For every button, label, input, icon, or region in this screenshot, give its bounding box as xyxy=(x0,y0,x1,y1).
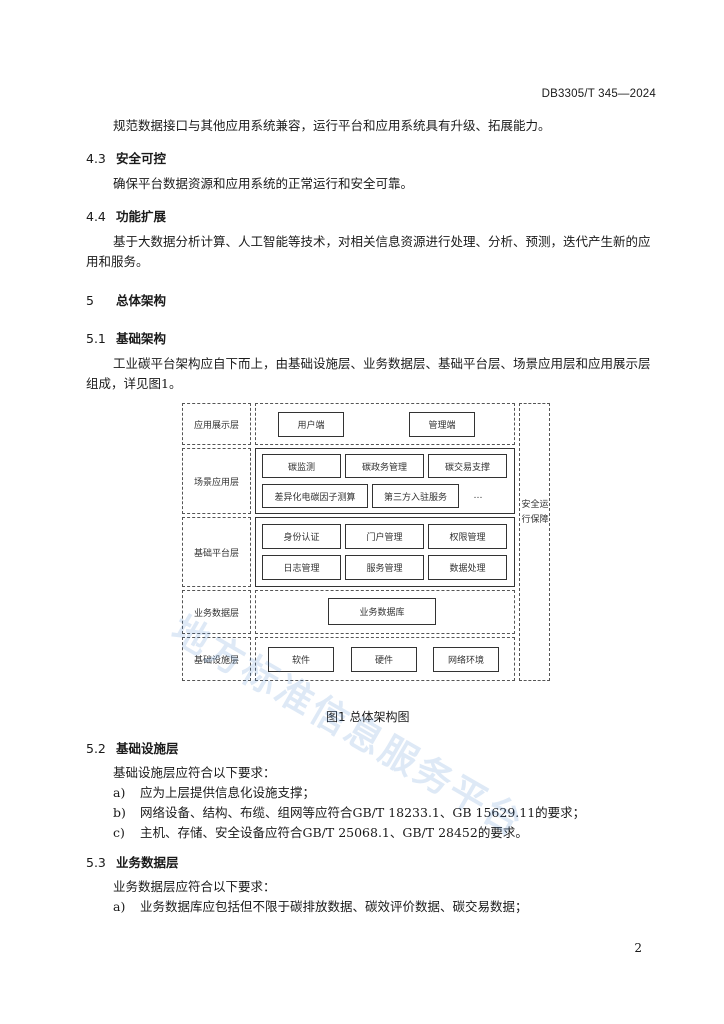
section-4-3-text: 确保平台数据资源和应用系统的正常运行和安全可靠。 xyxy=(113,176,414,191)
electric-carbon-factor-box: 差异化电碳因子测算 xyxy=(262,484,368,508)
data-processing-box: 数据处理 xyxy=(428,555,507,580)
list-item: a) 业务数据库应包括但不限于碳排放数据、碳效评价数据、碳交易数据； xyxy=(113,897,528,917)
list-label: c) xyxy=(113,825,125,840)
platform-layer-label-box xyxy=(182,517,251,587)
platform-layer-label: 基础平台层 xyxy=(193,548,239,559)
section-title: 基础设施层 xyxy=(116,741,179,756)
section-5-2-heading: 5.2 基础设施层 xyxy=(86,738,179,757)
data-layer-label: 业务数据层 xyxy=(193,608,239,619)
security-column-box xyxy=(519,403,550,681)
section-title: 安全可控 xyxy=(116,151,167,166)
section-5-1-text-line1: 工业碳平台架构应自下而上，由基础设施层、业务数据层、基础平台层、场景应用层和应用… xyxy=(113,356,651,371)
list-text: 业务数据库应包括但不限于碳排放数据、碳效评价数据、碳交易数据； xyxy=(140,899,528,914)
section-4-4-text-line2: 用和服务。 xyxy=(86,254,149,269)
architecture-diagram: 应用展示层 用户端 管理端 场景应用层 碳监测 碳政务管理 碳交易支撑 差异化电… xyxy=(182,403,550,682)
business-database-box: 业务数据库 xyxy=(328,598,436,625)
section-title: 功能扩展 xyxy=(116,209,167,224)
hardware-box: 硬件 xyxy=(351,647,417,672)
network-environment-box: 网络环境 xyxy=(433,647,499,672)
display-layer-label-box xyxy=(182,403,251,445)
carbon-monitoring-box: 碳监测 xyxy=(262,454,341,478)
section-number: 5.2 xyxy=(86,741,106,756)
list-text: 网络设备、结构、布缆、组网等应符合GB/T 18233.1、GB 15629.1… xyxy=(140,805,586,820)
carbon-governance-box: 碳政务管理 xyxy=(345,454,424,478)
section-4-3-heading: 4.3 安全可控 xyxy=(86,148,166,167)
list-text: 主机、存储、安全设备应符合GB/T 25068.1、GB/T 28452的要求。 xyxy=(140,825,528,840)
page-number: 2 xyxy=(634,941,642,955)
infra-layer-label-box xyxy=(182,637,251,681)
portal-management-box: 门户管理 xyxy=(345,524,424,549)
section-5-1-text-line2: 组成，详见图1。 xyxy=(86,376,182,391)
section-5-1-heading: 5.1 基础架构 xyxy=(86,328,166,347)
section-title: 总体架构 xyxy=(116,293,167,308)
section-5-2-intro: 基础设施层应符合以下要求： xyxy=(113,765,276,780)
section-5-3-intro: 业务数据层应符合以下要求： xyxy=(113,879,276,894)
section-4-4-text-line1: 基于大数据分析计算、人工智能等技术，对相关信息资源进行处理、分析、预测，迭代产生… xyxy=(113,234,651,249)
list-text: 应为上层提供信息化设施支撑； xyxy=(140,785,316,800)
security-column-label: 安全运行保障 xyxy=(521,500,549,525)
data-layer-label-box xyxy=(182,590,251,634)
data-layer-box xyxy=(255,590,515,634)
section-5-heading: 5 总体架构 xyxy=(86,290,166,309)
list-label: a) xyxy=(113,785,126,800)
section-number: 4.3 xyxy=(86,151,106,166)
identity-auth-box: 身份认证 xyxy=(262,524,341,549)
document-id: DB3305/T 345—2024 xyxy=(541,88,656,100)
section-number: 5.1 xyxy=(86,331,106,346)
list-item: c) 主机、存储、安全设备应符合GB/T 25068.1、GB/T 28452的要… xyxy=(113,823,528,843)
software-box: 软件 xyxy=(268,647,334,672)
list-label: a) xyxy=(113,899,126,914)
more-ellipsis: … xyxy=(473,491,483,501)
carbon-trading-support-box: 碳交易支撑 xyxy=(428,454,507,478)
intro-paragraph: 规范数据接口与其他应用系统兼容，运行平台和应用系统具有升级、拓展能力。 xyxy=(113,118,551,133)
section-number: 5.3 xyxy=(86,855,106,870)
section-title: 业务数据层 xyxy=(116,855,179,870)
section-title: 基础架构 xyxy=(116,331,167,346)
log-management-box: 日志管理 xyxy=(262,555,341,580)
list-item: a) 应为上层提供信息化设施支撑； xyxy=(113,783,315,803)
scene-layer-label: 场景应用层 xyxy=(193,477,239,488)
section-number: 5 xyxy=(86,293,94,308)
service-management-box: 服务管理 xyxy=(345,555,424,580)
permission-management-box: 权限管理 xyxy=(428,524,507,549)
section-number: 4.4 xyxy=(86,209,106,224)
figure-caption: 图1 总体架构图 xyxy=(326,710,410,724)
infra-layer-box xyxy=(255,637,515,681)
list-label: b) xyxy=(113,805,126,820)
user-client-box: 用户端 xyxy=(278,412,344,437)
display-layer-box xyxy=(255,403,515,445)
admin-client-box: 管理端 xyxy=(409,412,475,437)
third-party-service-box: 第三方入驻服务 xyxy=(372,484,459,508)
section-5-3-heading: 5.3 业务数据层 xyxy=(86,852,179,871)
section-4-4-heading: 4.4 功能扩展 xyxy=(86,206,166,225)
scene-layer-label-box xyxy=(182,448,251,514)
display-layer-label: 应用展示层 xyxy=(193,420,239,431)
infra-layer-label: 基础设施层 xyxy=(193,655,239,666)
list-item: b) 网络设备、结构、布缆、组网等应符合GB/T 18233.1、GB 15629… xyxy=(113,803,585,823)
